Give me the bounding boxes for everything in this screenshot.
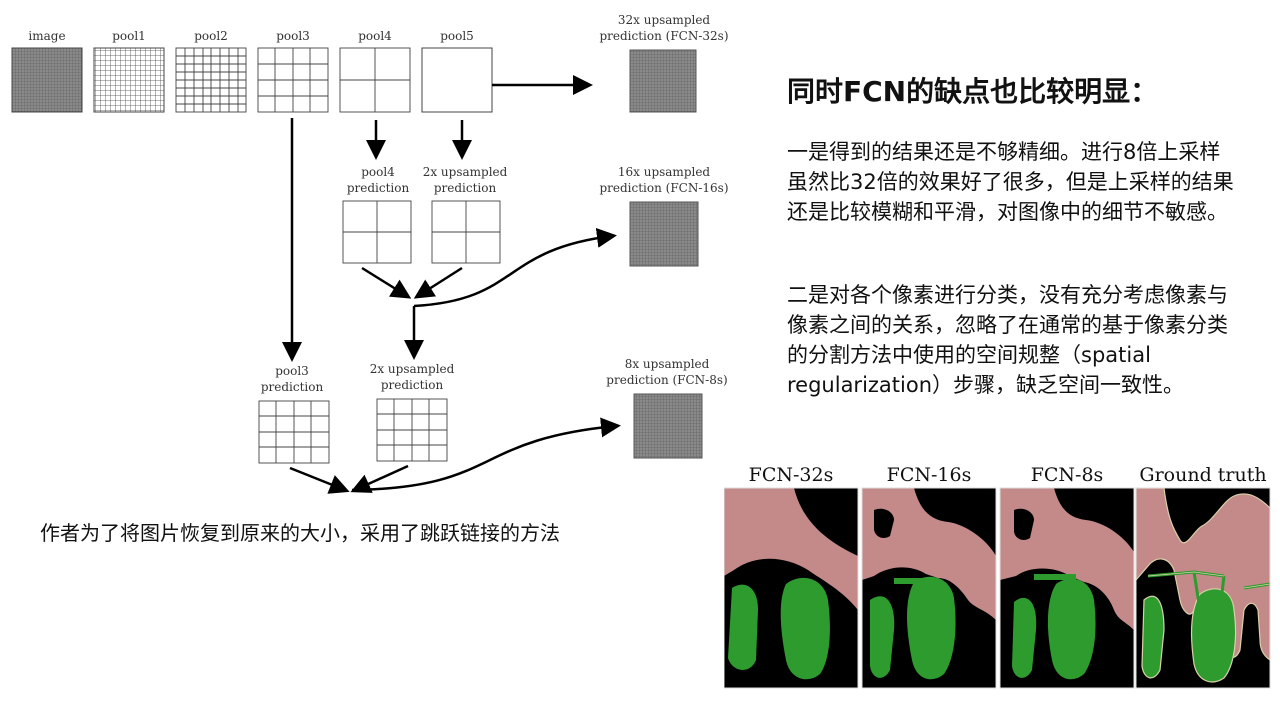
- pool5-grid: [421, 47, 493, 113]
- seg-label-fcn32s: FCN-32s: [749, 464, 834, 486]
- label-up2a-line2: prediction: [434, 181, 497, 195]
- seg-label-fcn8s: FCN-8s: [1031, 464, 1104, 486]
- pool4pred-grid: [342, 200, 412, 264]
- pool4-grid: [339, 47, 411, 113]
- seg-border-fcn8s: [999, 487, 1135, 689]
- label-pred8-line2: prediction (FCN-8s): [606, 373, 727, 387]
- image-grid: [11, 47, 83, 113]
- up2a-grid: [431, 200, 501, 264]
- seg-border-fcn16s: [861, 487, 997, 689]
- pool2-grid: [175, 47, 247, 113]
- pred16-grid: [629, 201, 699, 267]
- segmentation-comparison: FCN-32s FCN-16s FCN-8s Ground truth: [724, 464, 1271, 689]
- label-pool5: pool5: [440, 29, 474, 43]
- arrow-fusion-to-pred16: [413, 227, 617, 308]
- label-pred8-line1: 8x upsampled: [625, 357, 710, 371]
- label-pool4pred-line2: prediction: [347, 181, 410, 195]
- arrow-pool3pred-merge: [289, 466, 350, 494]
- label-pool3pred-line2: prediction: [261, 380, 324, 394]
- skip-connection-caption: 作者为了将图片恢复到原来的大小，采用了跳跃链接的方法: [40, 521, 560, 545]
- label-up2b-line1: 2x upsampled: [370, 362, 455, 376]
- arrow-up2b-merge: [350, 464, 409, 493]
- label-image: image: [28, 29, 65, 43]
- label-pool3: pool3: [276, 29, 310, 43]
- label-pool1: pool1: [112, 29, 146, 43]
- pred8-grid: [633, 393, 703, 459]
- up2b-grid: [376, 398, 448, 462]
- seg-label-ground-truth: Ground truth: [1139, 464, 1266, 486]
- arrow-fusion-to-pred8: [351, 417, 621, 492]
- label-up2a-line1: 2x upsampled: [423, 165, 508, 179]
- seg-panel-ground-truth: [1136, 488, 1270, 688]
- seg-panel-fcn32s: [724, 488, 858, 688]
- arrow-up2a-merge: [413, 266, 463, 299]
- pred32-grid: [629, 49, 697, 113]
- seg-panel-fcn16s: [862, 488, 996, 688]
- label-pool4pred-line1: pool4: [361, 165, 395, 179]
- fcn-architecture-diagram: image pool1 pool2 pool3 pool4 pool5 32x …: [11, 13, 729, 494]
- label-pred32-line1: 32x upsampled: [618, 13, 711, 27]
- arrow-pool4pred-merge: [361, 266, 412, 299]
- pool1-grid: [93, 47, 165, 113]
- drawback-paragraph-1: 一是得到的结果还是不够精细。进行8倍上采样虽然比32倍的效果好了很多，但是上采样…: [787, 140, 1234, 224]
- seg-border-fcn32s: [724, 487, 859, 689]
- label-pool2: pool2: [194, 29, 228, 43]
- seg-label-fcn16s: FCN-16s: [887, 464, 972, 486]
- label-pred16-line2: prediction (FCN-16s): [599, 181, 728, 195]
- seg-border-ground-truth: [1135, 487, 1271, 689]
- drawback-paragraph-2: 二是对各个像素进行分类，没有充分考虑像素与像素之间的关系，忽略了在通常的基于像素…: [787, 283, 1228, 397]
- pool3pred-grid: [258, 400, 330, 464]
- seg-panel-fcn8s: [1000, 488, 1134, 688]
- label-pool3pred-line1: pool3: [275, 364, 309, 378]
- label-pred16-line1: 16x upsampled: [618, 165, 711, 179]
- label-up2b-line2: prediction: [381, 378, 444, 392]
- slide-title: 同时FCN的缺点也比较明显：: [787, 75, 1159, 108]
- label-pred32-line2: prediction (FCN-32s): [599, 29, 728, 43]
- pool3-grid: [257, 47, 329, 113]
- label-pool4: pool4: [358, 29, 392, 43]
